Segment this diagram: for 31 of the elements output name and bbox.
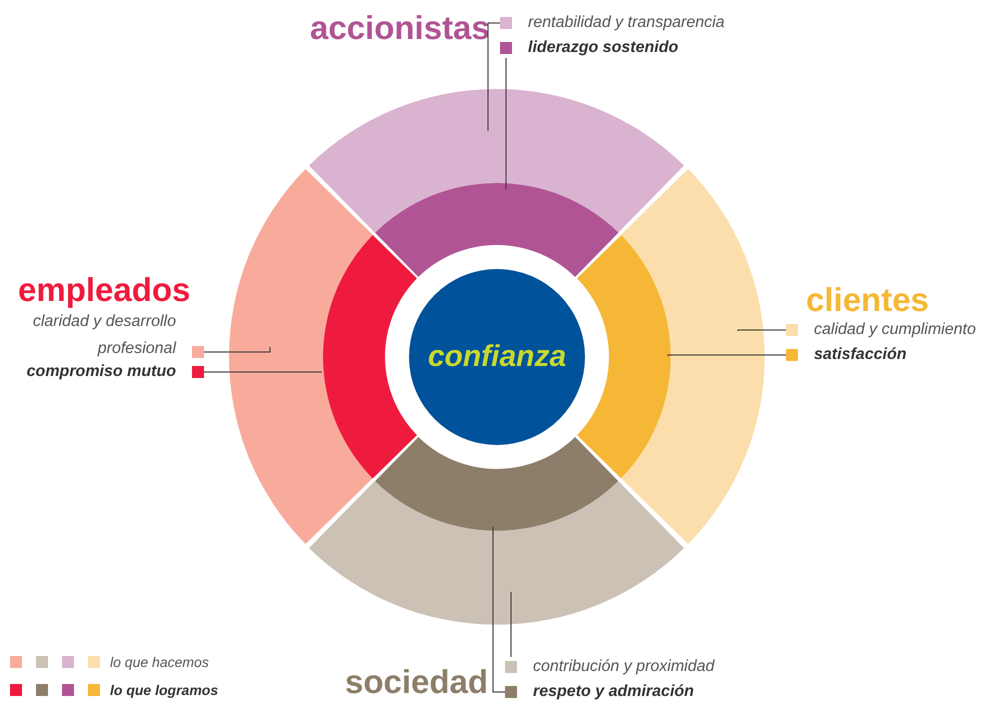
- action-label: rentabilidad y transparencia: [528, 13, 725, 33]
- group-heading: accionistas: [310, 10, 490, 46]
- result-label: satisfacción: [814, 345, 906, 365]
- action-label: contribución y proximidad: [533, 657, 714, 677]
- leader-line: [738, 330, 786, 332]
- legend-entry: [26, 362, 204, 382]
- leader-line: [492, 526, 506, 692]
- group-heading: sociedad: [345, 664, 488, 700]
- result-label: liderazgo sostenido: [528, 38, 678, 58]
- group-heading: empleados: [18, 272, 190, 308]
- legend-label: lo que hacemos: [110, 653, 209, 672]
- ring-segment: [375, 183, 619, 277]
- ring-segment: [621, 169, 765, 544]
- leader-line: [510, 592, 512, 658]
- ring-segment: [229, 169, 373, 544]
- group-heading: clientes: [806, 282, 929, 318]
- legend-label: lo que logramos: [110, 681, 218, 700]
- leader-line: [204, 346, 270, 352]
- leader-line: [488, 22, 500, 132]
- ring-segment: [309, 89, 684, 233]
- ring-segment: [577, 235, 671, 479]
- center-label: confianza: [428, 340, 566, 374]
- action-label: claridad y desarrollo profesional: [32, 312, 176, 359]
- ring-segment: [375, 437, 619, 531]
- action-label: calidad y cumplimiento: [814, 320, 976, 340]
- result-label: compromiso mutuo: [26, 362, 176, 382]
- ring-segment: [309, 481, 684, 625]
- leader-line: [668, 354, 786, 356]
- legend-entry: [500, 38, 678, 58]
- ring-segment: [323, 235, 417, 479]
- result-label: respeto y admiración: [533, 682, 694, 702]
